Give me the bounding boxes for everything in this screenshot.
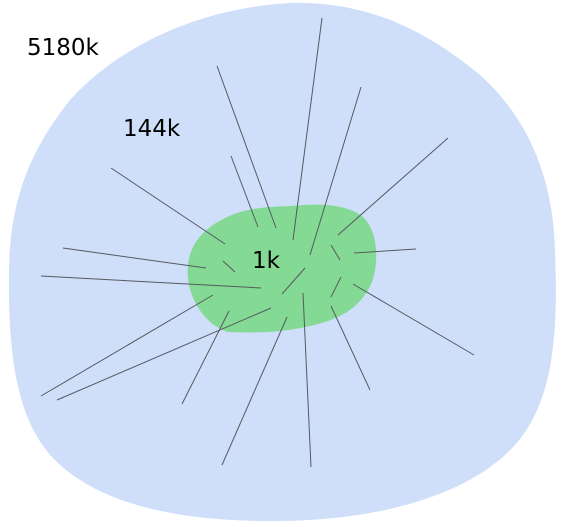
ray (222, 260, 236, 273)
ray (330, 305, 371, 391)
outer-region-label: 5180k (27, 35, 100, 61)
ray (302, 292, 312, 468)
ray (352, 283, 475, 356)
ray (330, 276, 342, 298)
ray (230, 155, 259, 228)
ray (337, 137, 449, 236)
inner-region-label: 1k (252, 248, 281, 274)
ray (40, 294, 214, 397)
ray (56, 307, 272, 401)
ray (181, 310, 230, 405)
ray (40, 275, 262, 289)
ray (353, 248, 417, 254)
ray (110, 167, 226, 245)
inner-region (187, 204, 377, 333)
ray (221, 316, 288, 466)
ray (216, 65, 277, 229)
rays (40, 17, 475, 468)
middle-region-label: 144k (123, 116, 181, 142)
ray (330, 244, 341, 261)
ray (309, 86, 362, 256)
ray (62, 247, 207, 269)
ray (281, 267, 306, 295)
ray (292, 17, 323, 241)
